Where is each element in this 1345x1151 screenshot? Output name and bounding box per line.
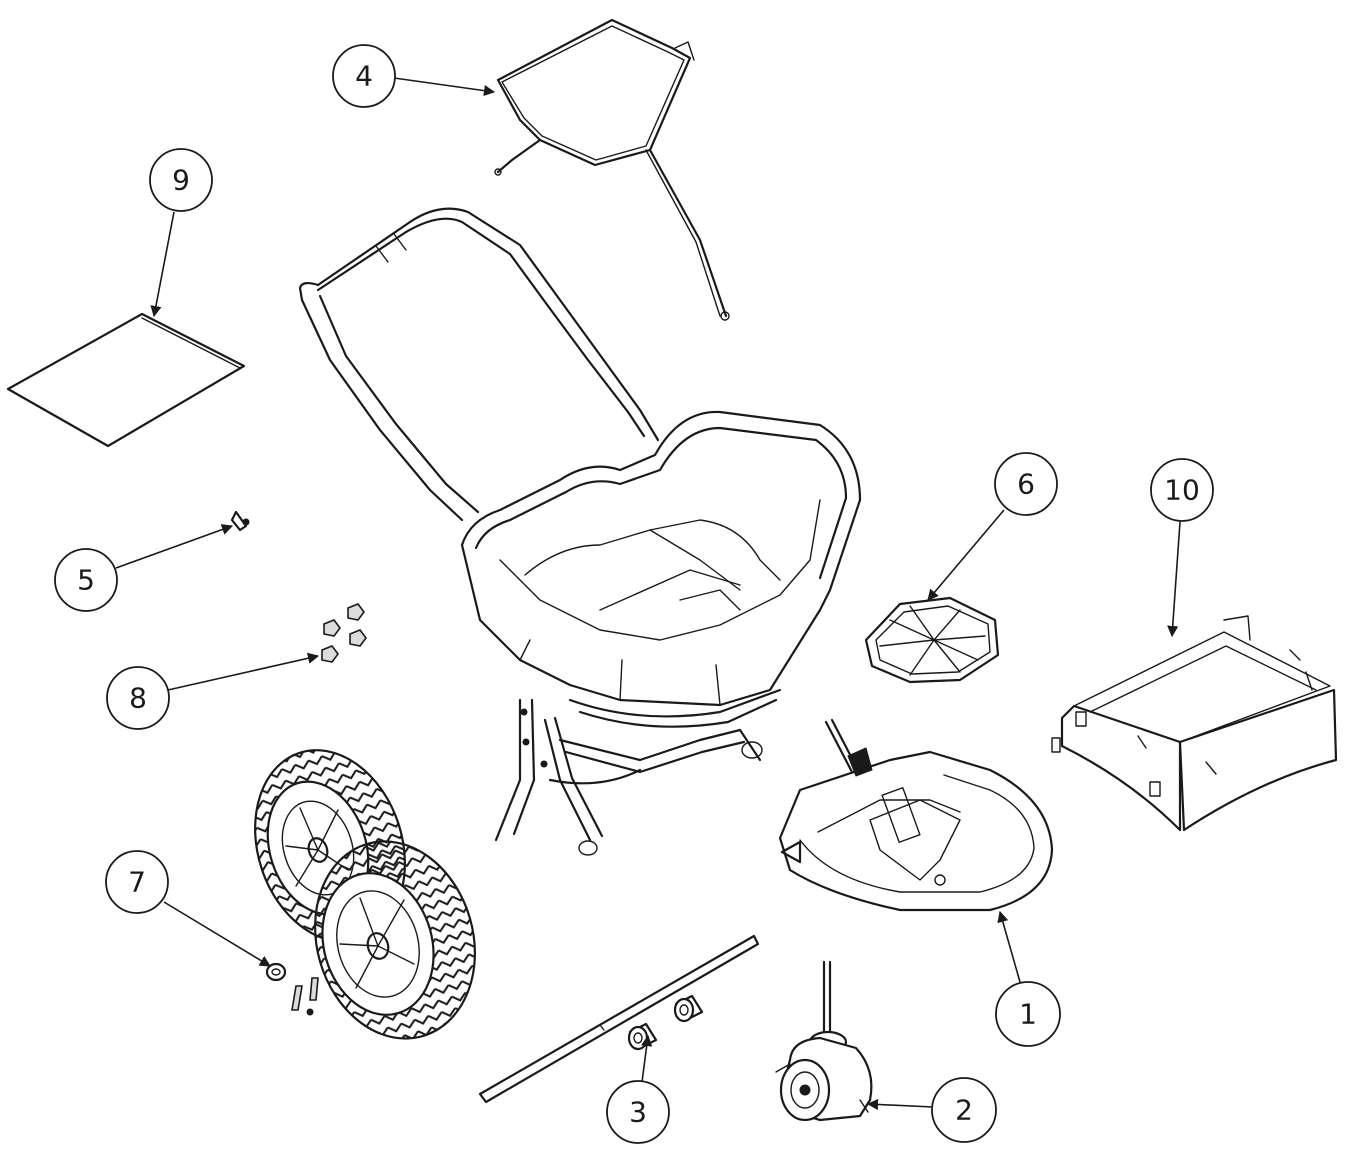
callout-10: 10 <box>1150 458 1214 638</box>
part-clip-pin <box>230 510 250 532</box>
part-deflector-shield <box>1051 615 1338 832</box>
part-wheel-hardware <box>265 962 319 1016</box>
callout-4-label: 4 <box>355 60 373 93</box>
callout-7-label: 7 <box>128 866 146 899</box>
part-axle <box>478 934 760 1104</box>
callout-5-label: 5 <box>77 564 95 597</box>
callout-9-label: 9 <box>172 164 190 197</box>
part-nuts <box>321 603 367 663</box>
callout-10-label: 10 <box>1164 474 1200 507</box>
callout-5: 5 <box>54 524 234 612</box>
part-spinner-housing <box>778 718 1054 912</box>
wheel-front <box>314 840 476 1040</box>
part-wire-frame <box>494 18 730 321</box>
callout-8: 8 <box>106 652 320 730</box>
part-wheels <box>254 749 476 1040</box>
part-gearbox <box>775 960 873 1122</box>
part-hopper <box>460 410 862 728</box>
callout-1-label: 1 <box>1019 998 1037 1031</box>
callout-6: 6 <box>927 452 1058 601</box>
callout-3-label: 3 <box>629 1096 647 1129</box>
part-handle-frame <box>298 207 660 522</box>
callout-6-label: 6 <box>1017 468 1035 501</box>
callout-1: 1 <box>995 910 1061 1047</box>
part-spinner-plate <box>864 596 1000 684</box>
part-instruction-sheet <box>6 312 246 448</box>
part-frame-legs <box>494 698 763 856</box>
callout-2: 2 <box>866 1077 997 1143</box>
callout-9: 9 <box>149 148 213 318</box>
callout-3: 3 <box>606 1034 670 1144</box>
callout-4: 4 <box>332 44 496 108</box>
callout-2-label: 2 <box>955 1094 973 1127</box>
callout-7: 7 <box>105 850 271 967</box>
callout-8-label: 8 <box>129 682 147 715</box>
